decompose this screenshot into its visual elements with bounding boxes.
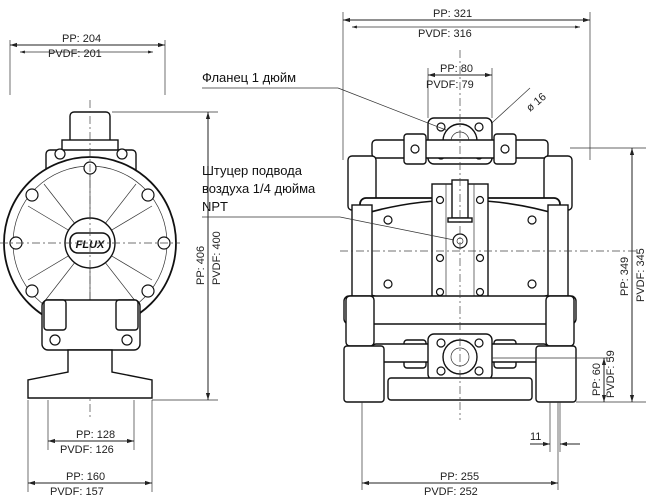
dim-right-base-pp: PP: 255 (440, 471, 479, 483)
dim-right-h-pp: PP: 349 (619, 257, 631, 296)
dim-left-foot-pvdf: PVDF: 157 (50, 486, 104, 498)
dim-right-top-pp: PP: 321 (433, 8, 472, 20)
dim-left-top-pp: PP: 204 (62, 33, 101, 45)
dim-height-pvdf: PVDF: 400 (211, 231, 223, 285)
dim-right-top-pvdf: PVDF: 316 (418, 28, 472, 40)
dim-left-foot-pp: PP: 160 (66, 471, 105, 483)
dim-flange-pvdf: PVDF: 79 (426, 79, 474, 91)
label-air-line2: воздуха 1/4 дюйма (202, 181, 316, 196)
dim-hole-dia: ø 16 (524, 91, 549, 114)
dim-slot: 11 (530, 431, 541, 443)
label-air-line3: NPT (202, 199, 228, 214)
front-view: PP: 321 PVDF: 316 PP: 80 PVDF: 79 ø 16 (340, 8, 646, 498)
dim-left-top-pvdf: PVDF: 201 (48, 48, 102, 60)
dim-right-base-pvdf: PVDF: 252 (424, 486, 478, 498)
dim-left-base-pp: PP: 128 (76, 429, 115, 441)
dim-right-h-pvdf: PVDF: 345 (635, 248, 646, 302)
side-view: PP: 204 PVDF: 201 FLUX (0, 33, 223, 498)
label-flange: Фланец 1 дюйм (202, 70, 296, 85)
dim-inlet-pp: PP: 60 (591, 363, 603, 396)
dim-inlet-pvdf: PVDF: 59 (605, 350, 617, 398)
label-air-line1: Штуцер подвода (202, 163, 303, 178)
dim-left-base-pvdf: PVDF: 126 (60, 444, 114, 456)
callouts: Фланец 1 дюйм Штуцер подвода воздуха 1/4… (202, 70, 455, 241)
dim-height-pp: PP: 406 (195, 246, 207, 285)
dim-flange-pp: PP: 80 (440, 63, 473, 75)
